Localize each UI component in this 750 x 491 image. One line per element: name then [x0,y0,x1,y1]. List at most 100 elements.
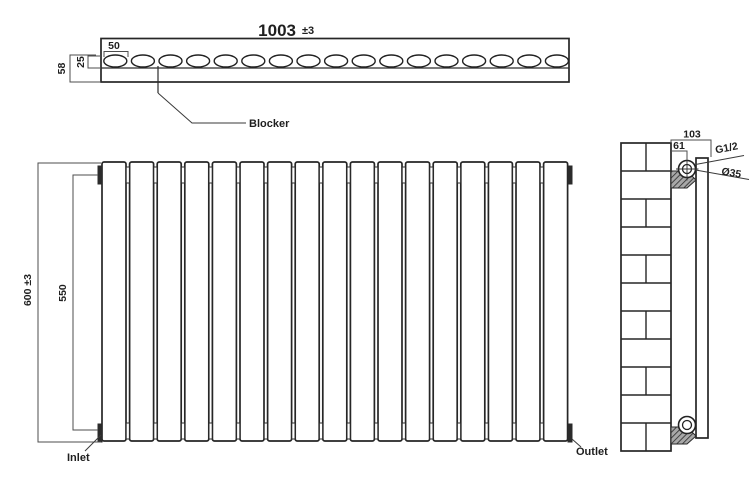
oval-column [158,54,183,68]
oval-column [489,54,514,68]
diameter-callout: Ø35 [695,166,750,181]
top-fitting [670,158,699,189]
panel [239,161,265,442]
panel [101,161,127,442]
bottom-connection-outer [677,415,697,435]
top-view: 1003 ±3 50 25 58 Blocker [56,21,570,130]
inlet-callout: Inlet [67,434,102,464]
dim-oval-depth-text: 25 [75,56,87,68]
diameter-label: Ø35 [720,166,742,181]
panel [459,161,486,442]
dim-height-text: 600 ±3 [22,274,34,306]
dim-height: 600 ±3 [22,162,101,443]
panel [156,161,183,442]
panel [183,161,210,442]
dim-tapping-centres-text: 550 [57,284,69,302]
connector-bottom [180,422,186,440]
oval-column [379,54,404,68]
bottom-fitting [670,415,697,445]
panel [128,161,155,442]
connector-top [484,166,489,184]
dim-total-depth: 58 [56,54,101,83]
oval-column [323,54,349,68]
connector-top [291,166,296,184]
connector-top [153,166,158,184]
oval-column [185,54,211,68]
connector-bottom [401,422,406,440]
connector-bottom [484,422,489,440]
panel-connectors [125,166,544,440]
connector-top [125,166,130,184]
connector-top [180,166,186,184]
blocker-leader [157,92,246,124]
dim-tapping-centres: 550 [57,174,98,431]
dim-bracket-text: 61 [673,140,685,152]
connector-top [208,166,213,184]
inlet-label: Inlet [67,452,90,464]
inlet-leader [84,434,102,452]
oval-column [406,54,432,68]
oval-column [434,54,459,68]
oval-column [103,54,128,68]
panel-columns [101,161,569,442]
connector-top [263,166,268,184]
connector-bottom [153,422,158,440]
connector-bottom [263,422,268,440]
diameter-leader [695,169,750,180]
tab-top-left [97,165,103,185]
connector-bottom [429,422,434,440]
dim-depth-text: 103 [683,129,701,141]
dim-width-tolerance-text: ±3 [302,25,314,37]
connector-top [374,166,379,184]
connector-bottom [512,422,517,440]
oval-columns-row [103,54,570,68]
connector-bottom [125,422,130,440]
dim-width-text: 1003 [258,21,296,40]
connector-bottom [318,422,324,440]
panel [542,161,569,442]
panel [404,161,431,442]
panel [487,161,514,442]
tab-bottom-right-outlet [567,423,573,443]
dim-total-depth-text: 58 [56,63,68,75]
connector-top [318,166,324,184]
blocker-callout: Blocker [157,66,290,130]
connector-bottom [291,422,296,440]
connector-top [456,166,462,184]
oval-column [461,54,487,68]
connector-bottom [539,422,544,440]
thread-callout: G1/2 [695,140,745,165]
panel [294,161,321,442]
outlet-callout: Outlet [571,438,608,458]
dim-oval-depth: 25 [75,55,101,69]
dim-oval-width: 50 [103,40,129,57]
oval-column [544,54,570,68]
tab-top-right [567,165,573,185]
tab-bottom-left-inlet [97,423,103,443]
connector-top [346,166,351,184]
panel [211,161,238,442]
outlet-label: Outlet [576,446,608,458]
connector-top [429,166,434,184]
oval-column [268,54,294,68]
oval-column [241,54,266,68]
panel [432,161,459,442]
connector-top [512,166,517,184]
thread-label: G1/2 [714,140,739,156]
oval-column [517,54,542,68]
oval-column [213,54,238,68]
connector-bottom [236,422,241,440]
panel [266,161,293,442]
connector-bottom [208,422,213,440]
connector-bottom [374,422,379,440]
oval-column [351,54,376,68]
wall-strip [695,157,709,439]
thread-leader [695,155,745,165]
connector-top [401,166,406,184]
outlet-leader [571,438,582,448]
oval-column [296,54,321,68]
dim-oval-width-text: 50 [108,40,120,52]
bottom-connection-inner [681,419,693,431]
front-view: 600 ±3 550 Inlet Outlet [22,161,608,464]
